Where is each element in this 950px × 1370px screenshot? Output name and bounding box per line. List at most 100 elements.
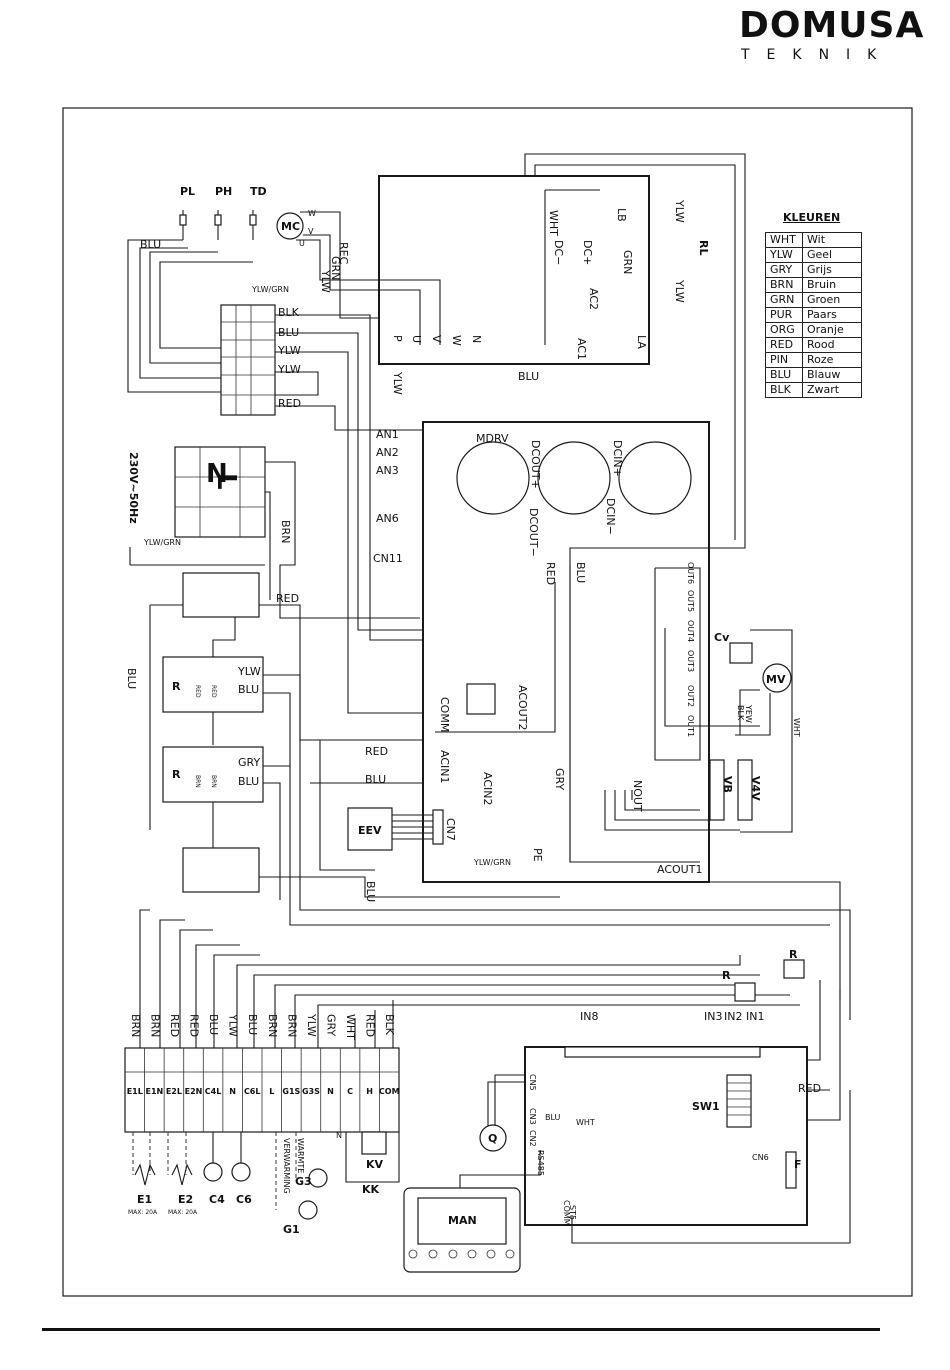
svg-text:C6: C6 (236, 1193, 252, 1206)
svg-text:BLU: BLU (545, 1113, 561, 1122)
svg-text:GRY: GRY (553, 768, 566, 790)
svg-text:MAN: MAN (448, 1214, 477, 1227)
pl-label: PL (180, 185, 195, 198)
svg-text:RED: RED (278, 397, 301, 410)
terminal-wire-color: BRN (266, 1014, 279, 1037)
svg-text:Q: Q (488, 1132, 497, 1145)
svg-text:VERWARMING: VERWARMING (282, 1138, 291, 1194)
svg-text:DCOUT+: DCOUT+ (529, 440, 542, 489)
svg-text:RED: RED (276, 592, 299, 605)
svg-text:KV: KV (366, 1158, 384, 1171)
capacitor-3 (618, 441, 692, 515)
svg-text:F: F (794, 1158, 802, 1171)
svg-text:YLW: YLW (237, 665, 261, 678)
svg-text:DCIN+: DCIN+ (611, 440, 624, 477)
td-label: TD (250, 185, 267, 198)
svg-text:LA: LA (635, 335, 648, 349)
svg-text:YEW: YEW (744, 704, 753, 723)
svg-text:ACIN2: ACIN2 (481, 772, 494, 805)
svg-text:REC: REC (337, 242, 350, 265)
svg-text:AC2: AC2 (587, 288, 600, 310)
terminal-wire-color: GRY (325, 1014, 338, 1036)
svg-text:AC1: AC1 (575, 338, 588, 360)
legend-code: PUR (765, 307, 803, 323)
c4-pump (203, 1162, 223, 1182)
svg-text:BRN: BRN (194, 775, 201, 788)
svg-text:ACIN1: ACIN1 (438, 750, 451, 783)
svg-text:R: R (172, 680, 181, 693)
svg-text:G3: G3 (295, 1175, 312, 1188)
domusa-logo: DOMUSA TEKNIK (735, 5, 935, 65)
terminal-wire-color: BRN (129, 1014, 142, 1037)
bottom-rule (42, 1328, 880, 1331)
resistor-r-1 (734, 982, 756, 1002)
svg-text:BLU: BLU (238, 683, 259, 696)
svg-text:YLW: YLW (673, 199, 686, 223)
svg-text:RS485: RS485 (536, 1150, 545, 1176)
svg-text:BLU: BLU (574, 562, 587, 583)
legend-color-name: Geel (802, 247, 862, 263)
svg-text:SW1: SW1 (692, 1100, 720, 1113)
terminal-label: E1L (127, 1087, 143, 1096)
svg-text:COMM: COMM (562, 1200, 571, 1226)
svg-text:OUT3: OUT3 (686, 650, 695, 672)
svg-text:OUT6: OUT6 (686, 562, 695, 584)
svg-text:AN3: AN3 (376, 464, 399, 477)
terminal-wire-color: WHT (344, 1014, 357, 1040)
svg-text:AN1: AN1 (376, 428, 399, 441)
svg-text:AN6: AN6 (376, 512, 399, 525)
svg-text:OUT4: OUT4 (686, 620, 695, 642)
legend-code: RED (765, 337, 803, 353)
legend-color-name: Paars (802, 307, 862, 323)
c6-pump (231, 1162, 251, 1182)
legend-code: BLK (765, 382, 803, 398)
svg-text:MAX: 20A: MAX: 20A (168, 1209, 198, 1216)
legend-color-name: Bruin (802, 277, 862, 293)
legend-color-name: Oranje (802, 322, 862, 338)
logo-subtitle: TEKNIK (741, 47, 894, 63)
legend-code: WHT (765, 232, 803, 248)
svg-text:BLU: BLU (125, 668, 138, 689)
svg-text:YLW/GRN: YLW/GRN (251, 285, 289, 294)
svg-text:MV: MV (766, 673, 786, 686)
legend-color-name: Roze (802, 352, 862, 368)
svg-text:IN3: IN3 (704, 1010, 722, 1023)
svg-text:ST5: ST5 (568, 1205, 577, 1220)
legend-color-name: Grijs (802, 262, 862, 278)
mc-label: MC (281, 220, 300, 233)
svg-text:WHT: WHT (547, 210, 560, 236)
svg-text:V: V (430, 335, 443, 343)
terminal-block-upper (220, 304, 276, 416)
svg-text:CN7: CN7 (444, 818, 457, 841)
logo-brand: DOMUSA (739, 5, 925, 46)
svg-text:R: R (172, 768, 181, 781)
svg-text:WARMTE: WARMTE (296, 1138, 305, 1173)
svg-text:OUT5: OUT5 (686, 590, 695, 612)
mv-motor (762, 663, 792, 693)
terminal-label: E2L (166, 1087, 182, 1096)
svg-text:N: N (336, 1131, 342, 1140)
svg-text:CN2: CN2 (528, 1130, 537, 1147)
terminal-wire-color: BLK (383, 1014, 396, 1036)
relay-r-1 (162, 656, 264, 713)
svg-text:BLU: BLU (364, 881, 377, 902)
svg-text:YLW: YLW (391, 371, 404, 395)
svg-text:RED: RED (210, 685, 217, 698)
terminal-label: C6L (244, 1087, 261, 1096)
svg-text:YLW/GRN: YLW/GRN (473, 858, 511, 867)
relay-block-1 (182, 572, 260, 618)
terminal-label: E2N (185, 1087, 203, 1096)
svg-text:CN6: CN6 (752, 1153, 769, 1162)
capacitor-1 (456, 441, 530, 515)
sw1-dip (726, 1074, 752, 1128)
svg-text:YLW: YLW (319, 269, 332, 293)
ph-label: PH (215, 185, 232, 198)
svg-text:V4V: V4V (749, 776, 762, 801)
terminal-wire-color: BLU (207, 1014, 220, 1035)
